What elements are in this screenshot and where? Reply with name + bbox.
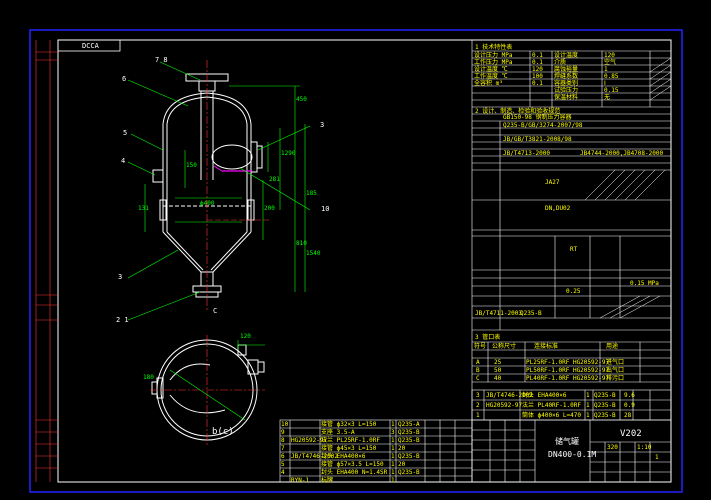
title-sheet: 1 <box>655 454 659 461</box>
outer-frame <box>29 29 683 493</box>
code-12: JB/T4711-2003 <box>475 310 522 317</box>
drawing-code: DN400-0.1M <box>548 450 597 459</box>
drawing-code-label: 储气罐 <box>555 437 579 446</box>
dim-7: 150 <box>186 162 197 169</box>
bom-left-grid <box>279 419 473 483</box>
dim-5: ф400 <box>200 200 215 207</box>
code-9: 0.25 <box>566 288 581 295</box>
title-tag: DCCA <box>82 42 99 50</box>
callout-4[interactable]: 4 <box>121 157 126 165</box>
title-scale: 1:10 <box>637 444 652 451</box>
dimension-lines <box>127 61 311 321</box>
view-label-c: C <box>213 307 218 315</box>
spec-header-2: 2 设计、制造、检验和验收规范 <box>475 108 561 115</box>
code-7: DN,DU02 <box>545 205 571 212</box>
callout-5[interactable]: 5 <box>123 129 128 137</box>
dim-2: 1290 <box>281 150 296 157</box>
code-4: JB/T4713-2000 <box>503 150 550 157</box>
code-6: JA27 <box>545 179 560 186</box>
code-8: RT <box>570 246 578 253</box>
dim-4: 810 <box>296 240 307 247</box>
dim-1: 450 <box>296 96 307 103</box>
code-10: Q235-B <box>520 310 542 317</box>
code-5: JB4744-2000,JB4708-2000 <box>580 150 664 157</box>
code-2: Q235-B/GB/3274-2007/98 <box>503 122 583 129</box>
view-label-bc: b(c) <box>212 427 234 437</box>
dim-3: 281 <box>269 176 280 183</box>
nozzle-header-title: 3 管口表 <box>475 334 501 341</box>
code-1: GB150-98 钢制压力容器 <box>503 114 572 121</box>
dim-9: 185 <box>306 190 317 197</box>
dim-8: 200 <box>264 205 275 212</box>
callout-3-bottom[interactable]: 3 <box>118 273 123 281</box>
title-weight: 320 <box>607 444 618 451</box>
title-tag-box <box>57 39 121 52</box>
dim-10: 1540 <box>306 250 321 257</box>
callout-10[interactable]: 10 <box>321 205 330 213</box>
dim-12: 180 <box>143 374 154 381</box>
code-11: 0.15 MPa <box>630 280 659 287</box>
dim-6: 131 <box>138 205 149 212</box>
drawing-number: V202 <box>620 429 642 439</box>
spec-hatch <box>584 57 672 319</box>
title-block-grid <box>471 419 672 483</box>
code-3: JB/GB/T3821-2008/98 <box>503 136 572 143</box>
callout-6[interactable]: 6 <box>122 75 127 83</box>
callout-7-8[interactable]: 7 8 <box>155 56 168 64</box>
callout-2-1[interactable]: 2 1 <box>116 316 129 324</box>
spec-header: 1 技术特性表 <box>475 44 513 51</box>
vessel-front-view[interactable] <box>152 73 263 298</box>
dim-11: 120 <box>240 333 251 340</box>
callout-3[interactable]: 3 <box>320 121 325 129</box>
